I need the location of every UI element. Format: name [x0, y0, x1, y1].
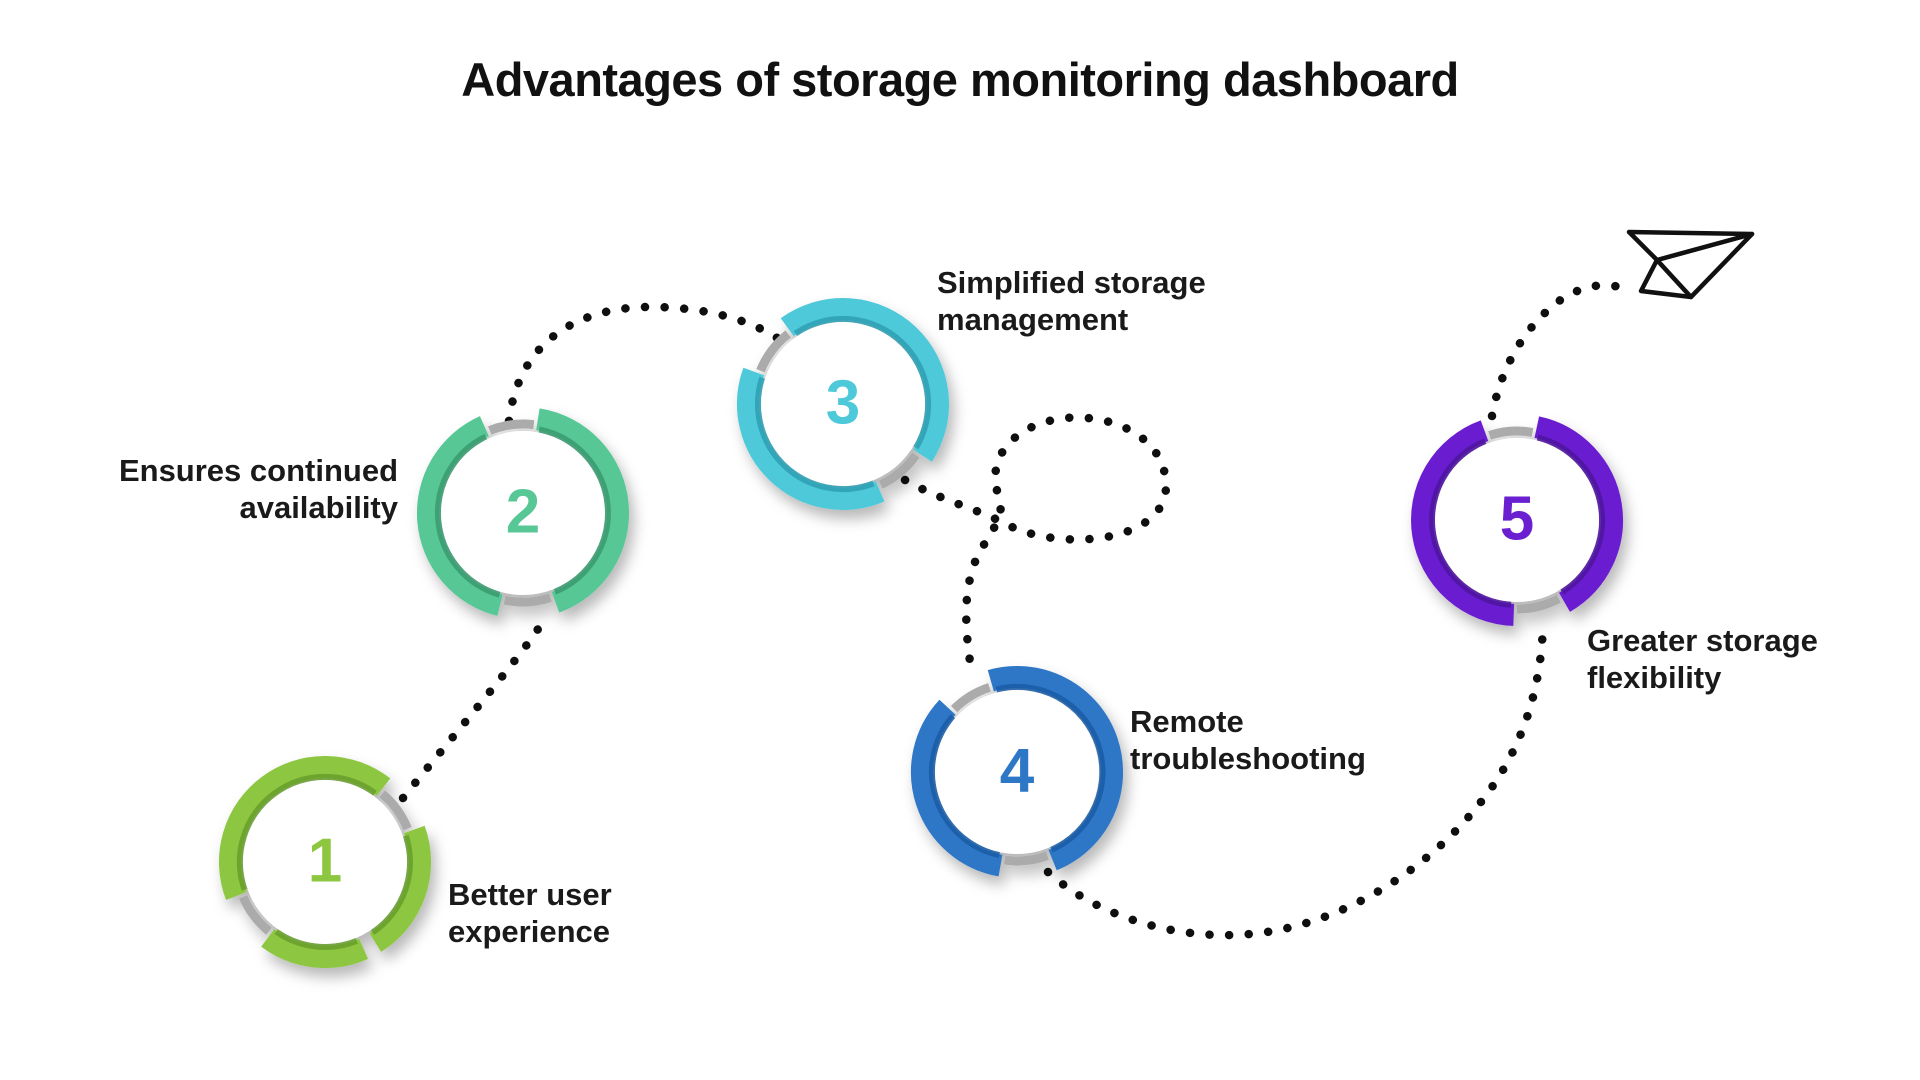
- dotted-path-segment-3: [900, 413, 1171, 675]
- dotted-path-segment-1: [398, 608, 552, 803]
- step-circle-3: [737, 298, 950, 510]
- step-number-4: 4: [999, 736, 1035, 806]
- step-number-2: 2: [505, 477, 541, 547]
- step-label-3: Simplified storage management: [937, 265, 1206, 338]
- step-circle-4: [910, 666, 1124, 877]
- step-label-5: Greater storage flexibility: [1587, 623, 1818, 696]
- step-number-1: 1: [307, 826, 343, 896]
- step-circles: [219, 298, 1623, 969]
- step-number-3: 3: [825, 368, 861, 438]
- step-label-1: Better user experience: [448, 877, 612, 950]
- page-title: Advantages of storage monitoring dashboa…: [461, 53, 1459, 106]
- step-label-2: Ensures continued availability: [118, 453, 398, 526]
- dotted-flow-path: [398, 280, 1637, 940]
- paper-plane-icon: [1626, 229, 1755, 300]
- step-circle-1: [219, 755, 432, 969]
- step-number-5: 5: [1499, 484, 1535, 554]
- dotted-path-segment-5: [1487, 280, 1637, 421]
- step-circle-5: [1411, 416, 1623, 626]
- dotted-path-segment-2: [504, 302, 794, 426]
- step-label-4: Remote troubleshooting: [1130, 704, 1366, 777]
- step-circle-2: [417, 408, 629, 616]
- dotted-path-segment-4: [1043, 621, 1548, 940]
